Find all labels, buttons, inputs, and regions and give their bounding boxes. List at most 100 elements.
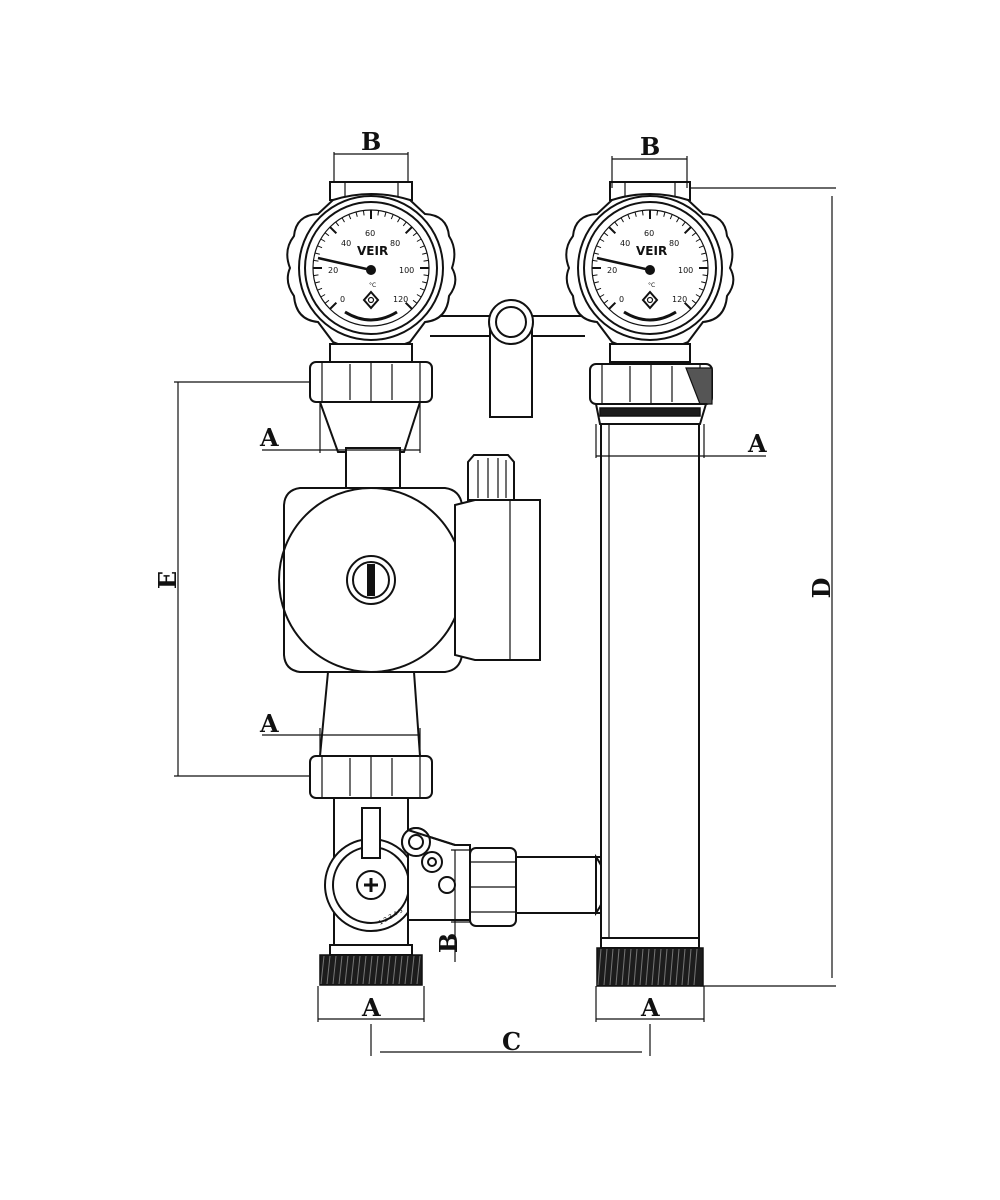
thread-line	[386, 955, 391, 985]
gauge-left-label-20: 20	[328, 266, 338, 275]
dim-label-a-right-mid: A	[747, 429, 767, 458]
gauge-tick	[404, 301, 413, 310]
thread-line	[639, 948, 644, 986]
thread-line	[416, 955, 421, 985]
thread-line	[603, 948, 608, 986]
gauge-tick	[341, 217, 345, 223]
dim-a-bottom-left: A	[317, 986, 425, 1022]
thread-line	[398, 955, 403, 985]
thread-line	[681, 948, 686, 986]
gauge-tick	[641, 210, 644, 216]
gauge-tick	[603, 299, 609, 304]
gauge-tick	[663, 211, 666, 217]
gauge-left-brand: VEIR	[357, 244, 388, 258]
gauge-tick	[596, 287, 602, 291]
dim-b-top-left: B	[333, 127, 409, 182]
gauge-tick	[324, 299, 330, 304]
gauge-tick	[683, 226, 692, 235]
gauge-tick	[634, 211, 637, 217]
gauge-tick	[422, 281, 428, 284]
gauge-tick	[422, 252, 428, 255]
gauge-tick	[362, 210, 365, 216]
gauge-tick	[702, 259, 708, 262]
gauge-tick	[397, 217, 401, 223]
dim-label-b-side: B	[434, 933, 463, 953]
gauge-right-needle	[596, 256, 651, 272]
thread-line	[669, 948, 674, 986]
gauge-tick	[695, 238, 701, 242]
gauge-tick	[603, 232, 609, 237]
thread-line	[645, 948, 650, 986]
gauge-tick	[335, 221, 340, 227]
gauge-tick	[695, 294, 701, 298]
gauge-tick	[683, 301, 692, 310]
gauge-tick	[314, 252, 320, 255]
gauge-tick	[419, 287, 425, 291]
gauge-left-needle	[317, 256, 372, 272]
thread-right	[596, 937, 704, 987]
thread-line	[693, 948, 698, 986]
gauge-tick	[377, 210, 380, 216]
dim-d: D	[690, 187, 836, 987]
gauge-tick	[620, 217, 624, 223]
dim-label-a-upper-left: A	[259, 423, 279, 452]
gauge-right: VEIR 0 20 40 60 80 100 120 °C	[565, 181, 735, 351]
dim-a-bottom-right: A	[595, 986, 705, 1022]
gauge-right-brand: VEIR	[636, 244, 667, 258]
dim-a-right-mid: A	[595, 424, 767, 458]
gauge-tick	[384, 211, 387, 217]
gauge-tick	[702, 274, 708, 277]
thread-line	[392, 955, 397, 985]
gauge-tick	[423, 259, 429, 262]
thread-line	[675, 948, 680, 986]
gauge-tick	[592, 259, 598, 262]
gauge-tick	[320, 294, 326, 298]
gauge-tick	[348, 214, 352, 220]
dim-label-b-top-left: B	[361, 127, 381, 156]
return-pipe	[600, 423, 700, 950]
gauge-tick	[317, 287, 323, 291]
gauge-tick	[416, 238, 422, 242]
gauge-tick	[701, 252, 707, 255]
gauge-left-unit: °C	[369, 282, 376, 289]
gauge-tick	[313, 274, 319, 277]
union-nut-left-upper	[309, 343, 433, 453]
gauge-left-label-40: 40	[341, 239, 351, 248]
dim-a-upper-left: A	[259, 402, 421, 453]
gauge-left: VEIR 0 20 40 60 80 100 120 °C	[286, 181, 457, 351]
thread-line	[615, 948, 620, 986]
gauge-tick	[614, 221, 619, 227]
thread-line	[380, 955, 385, 985]
dim-label-a-bottom-left: A	[361, 993, 381, 1022]
gauge-tick	[423, 274, 429, 277]
gauge-tick	[412, 299, 418, 304]
circulation-pump	[278, 447, 541, 673]
thread-line	[651, 948, 656, 986]
dim-b-side: B	[434, 849, 470, 962]
thread-line	[687, 948, 692, 986]
gauge-tick	[324, 232, 330, 237]
thread-line	[350, 955, 355, 985]
gauge-tick	[419, 245, 425, 249]
cross-bracket	[430, 299, 585, 418]
dim-label-a-lower-left: A	[259, 709, 279, 738]
thread-line	[368, 955, 373, 985]
thread-line	[609, 948, 614, 986]
gauge-tick	[691, 232, 697, 237]
gauge-tick	[698, 287, 704, 291]
gauge-tick	[404, 226, 413, 235]
gauge-left-label-60: 60	[365, 229, 375, 238]
gauge-tick	[355, 211, 358, 217]
dim-e: E	[153, 381, 310, 777]
thread-line	[657, 948, 662, 986]
gauge-tick	[596, 245, 602, 249]
gauge-tick	[698, 245, 704, 249]
thread-line	[374, 955, 379, 985]
gauge-tick	[691, 299, 697, 304]
gauge-tick	[676, 217, 680, 223]
thread-line	[338, 955, 343, 985]
thread-line	[332, 955, 337, 985]
gauge-tick	[402, 221, 407, 227]
thread-line	[663, 948, 668, 986]
gauge-tick	[313, 259, 319, 262]
